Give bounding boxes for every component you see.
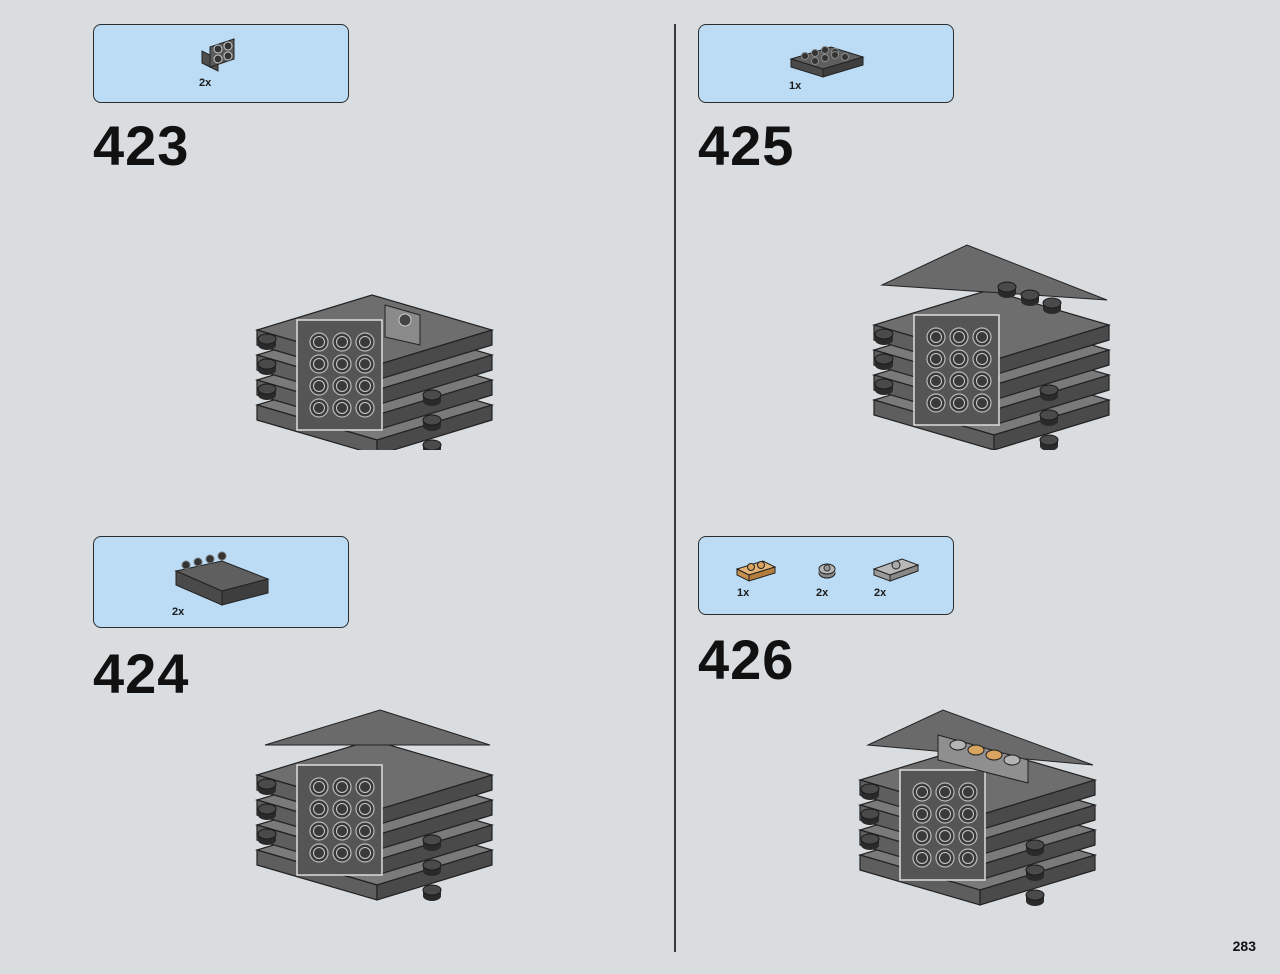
plate-2x4-icon [789,46,865,78]
step-number-423: 423 [93,114,190,177]
round-plate-1x1-icon [818,563,836,579]
step-number-426: 426 [698,628,795,691]
tile-4x4-icon [174,551,270,606]
parts-callout-step-423: 2x [93,24,349,103]
jumper-plate-icon [872,558,920,582]
part-quantity: 1x [789,80,802,92]
assembly-model-step-423 [255,265,495,450]
assembly-model-step-425 [872,244,1112,450]
part-quantity: 2x [874,587,887,599]
page-number: 283 [1232,938,1256,954]
part-quantity: 2x [172,606,185,618]
step-number-424: 424 [93,642,190,705]
parts-callout-step-424: 2x [93,536,349,628]
part-quantity: 2x [816,587,829,599]
tan-plate-1x2-icon [735,560,777,582]
parts-callout-step-426: 1x 2x 2x [698,536,954,615]
step-number-425: 425 [698,114,795,177]
parts-callout-step-425: 1x [698,24,954,103]
bracket-plate-icon [201,38,235,72]
part-quantity: 1x [737,587,750,599]
part-quantity: 2x [199,77,212,89]
assembly-model-step-424 [255,709,495,905]
page-divider [674,24,676,952]
assembly-model-step-426 [858,709,1098,915]
